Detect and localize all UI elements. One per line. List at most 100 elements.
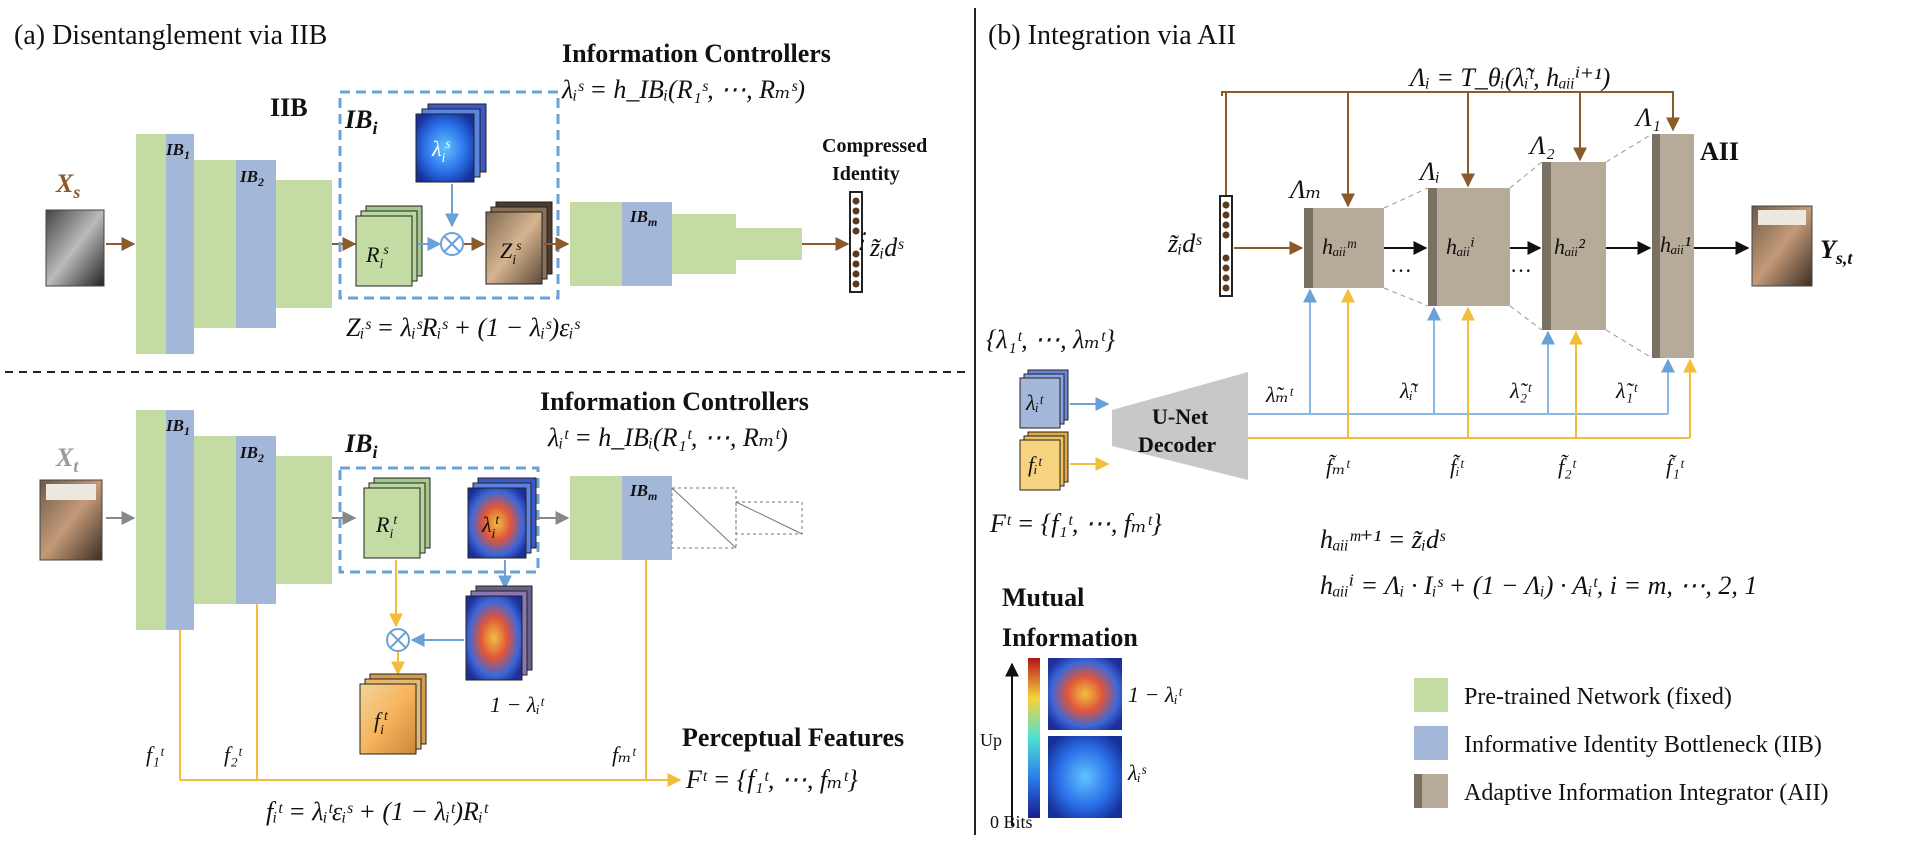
f-card-label: fᵢᵗ xyxy=(1028,452,1043,477)
f-t-card xyxy=(359,683,417,755)
mi-heading-1: Mutual xyxy=(1002,583,1084,612)
r-t-card xyxy=(363,487,421,559)
z-s-card xyxy=(485,211,543,285)
ibi-dashed-box xyxy=(338,90,560,300)
h-m-label: hₐᵢᵢᵐ xyxy=(1322,234,1356,259)
dashed-block-6 xyxy=(735,501,803,535)
r-s-card xyxy=(355,215,413,287)
Lambda-i-label: Λᵢ xyxy=(1417,157,1440,186)
f1-label: f₁ᵗ xyxy=(146,742,165,767)
legend-label-tan: Adaptive Information Integrator (AII) xyxy=(1464,780,1829,806)
h-2-label: hₐᵢᵢ² xyxy=(1554,234,1585,259)
legend-swatch-blue xyxy=(1414,726,1448,760)
F-equation-a: Fᵗ = {f₁ᵗ, ⋯, fₘᵗ} xyxy=(685,765,858,794)
backbone-b-block-3 xyxy=(276,456,332,584)
input-xs-label: Xs xyxy=(55,169,80,202)
ib1-label: IB1 xyxy=(165,140,190,162)
Lambda-m-label: Λₘ xyxy=(1287,175,1322,204)
identity-vector-top xyxy=(849,191,863,293)
mi-heading-2: Information xyxy=(1002,623,1138,652)
dots-1: ··· xyxy=(1390,258,1412,283)
aii-block-m xyxy=(1304,208,1384,288)
ft-2: f̃₂ᵗ xyxy=(1558,454,1577,479)
mi-lambda-s-label: λᵢˢ xyxy=(1127,760,1147,785)
legend-label-blue: Informative Identity Bottleneck (IIB) xyxy=(1464,732,1822,758)
svg-text:⋮: ⋮ xyxy=(850,228,872,253)
backbone-b-block-1 xyxy=(136,410,166,630)
f2-label: f₂ᵗ xyxy=(224,742,243,767)
ibi-dashed-box-b xyxy=(338,466,540,574)
ib1-block xyxy=(166,134,194,354)
perceptual-heading: Perceptual Features xyxy=(682,723,904,752)
compressed-label-1: Compressed xyxy=(822,135,927,157)
aii-block-i xyxy=(1428,188,1510,306)
Lambda-1-label: Λ₁ xyxy=(1633,103,1661,132)
ib1-b-block xyxy=(166,410,194,630)
aii-block-2 xyxy=(1542,162,1606,330)
lambda-card xyxy=(1019,377,1061,429)
lt-2: λ̃₂ᵗ xyxy=(1509,378,1532,403)
aii-label: AII xyxy=(1700,137,1739,166)
legend-label-green: Pre-trained Network (fixed) xyxy=(1464,684,1732,710)
backbone-b-block-2 xyxy=(194,436,236,604)
h-1-label: hₐᵢᵢ¹ xyxy=(1660,232,1691,257)
unet-decoder[interactable] xyxy=(1112,372,1248,480)
one-minus-lambda-map xyxy=(465,595,523,681)
unet-label-2: Decoder xyxy=(1138,432,1216,457)
mi-zero: 0 Bits xyxy=(990,812,1033,832)
one-minus-lambda-label: 1 − λᵢᵗ xyxy=(490,692,545,717)
f-equation: fᵢᵗ = λᵢᵗεᵢˢ + (1 − λᵢᵗ)Rᵢᵗ xyxy=(266,797,489,826)
panel-a-title: (a) Disentanglement via IIB xyxy=(14,20,327,51)
face-xs-image xyxy=(45,209,105,287)
ibi-label-b: IBi xyxy=(344,429,377,462)
dashed-block-5 xyxy=(671,487,737,549)
iib-label: IIB xyxy=(270,93,308,122)
ib2-b-label: IB2 xyxy=(239,443,264,465)
mi-colorbar xyxy=(1028,658,1040,818)
backbone-block-3 xyxy=(276,180,332,308)
ib2-label: IB2 xyxy=(239,167,264,189)
mi-up: Up xyxy=(980,730,1002,750)
lt-1: λ̃₁ᵗ xyxy=(1615,378,1638,403)
lambda-card-label: λᵢᵗ xyxy=(1025,390,1044,415)
ft-i: f̃ᵢᵗ xyxy=(1450,454,1465,479)
ibm-b-block xyxy=(622,476,672,560)
ibm-block xyxy=(622,202,672,286)
backbone-b-block-4 xyxy=(570,476,622,560)
top-lambda-eq: Λᵢ = T_θᵢ(λ̃ᵢᵗ, hₐᵢᵢⁱ⁺¹) xyxy=(1407,63,1610,92)
identity-vector-b xyxy=(1219,195,1233,297)
z-equation: Zᵢˢ = λᵢˢRᵢˢ + (1 − λᵢˢ)εᵢˢ xyxy=(346,313,581,342)
z-tilde-b: z̃ᵢdˢ xyxy=(1167,229,1202,258)
unet-label-1: U-Net xyxy=(1152,404,1209,429)
panel-b-title: (b) Integration via AII xyxy=(988,20,1236,51)
backbone-block-5 xyxy=(672,214,736,274)
lambda-set: {λ₁ᵗ, ⋯, λₘᵗ} xyxy=(986,325,1116,354)
lambda-s-map xyxy=(415,113,475,183)
mi-map-one-minus xyxy=(1048,658,1122,730)
h-i-label: hₐᵢᵢⁱ xyxy=(1446,234,1475,259)
ft-m: f̃ₘᵗ xyxy=(1326,454,1351,479)
z-tilde-top: z̃ᵢdˢ xyxy=(869,233,904,262)
controllers-eq-bottom: λᵢᵗ = h_IBᵢ(R₁ᵗ, ⋯, Rₘᵗ) xyxy=(547,423,788,452)
mi-map-lambda-s xyxy=(1048,736,1122,818)
ib1-b-label: IB1 xyxy=(165,416,190,438)
backbone-block-6 xyxy=(736,228,802,260)
controllers-heading-top: Information Controllers xyxy=(562,39,831,68)
fm-label: fₘᵗ xyxy=(612,742,637,767)
input-xt-label: Xt xyxy=(55,443,79,476)
backbone-block-1 xyxy=(136,134,166,354)
legend: Pre-trained Network (fixed) Informative … xyxy=(1414,678,1829,808)
backbone-block-2 xyxy=(194,160,236,328)
F-equation-b: Fᵗ = {f₁ᵗ, ⋯, fₘᵗ} xyxy=(989,509,1162,538)
mi-one-minus-label: 1 − λᵢᵗ xyxy=(1128,682,1183,707)
lt-m: λ̃ₘᵗ xyxy=(1265,382,1294,407)
ib2-b-block xyxy=(236,436,276,604)
output-label: Ys,t xyxy=(1820,235,1853,268)
r-t-label: Rit xyxy=(375,512,398,542)
compressed-label-2: Identity xyxy=(832,163,900,185)
Lambda-2-label: Λ₂ xyxy=(1527,131,1555,160)
feedback-outer xyxy=(1222,91,1227,196)
ft-1: f̃₁ᵗ xyxy=(1666,454,1685,479)
ibi-label: IBi xyxy=(344,105,377,138)
